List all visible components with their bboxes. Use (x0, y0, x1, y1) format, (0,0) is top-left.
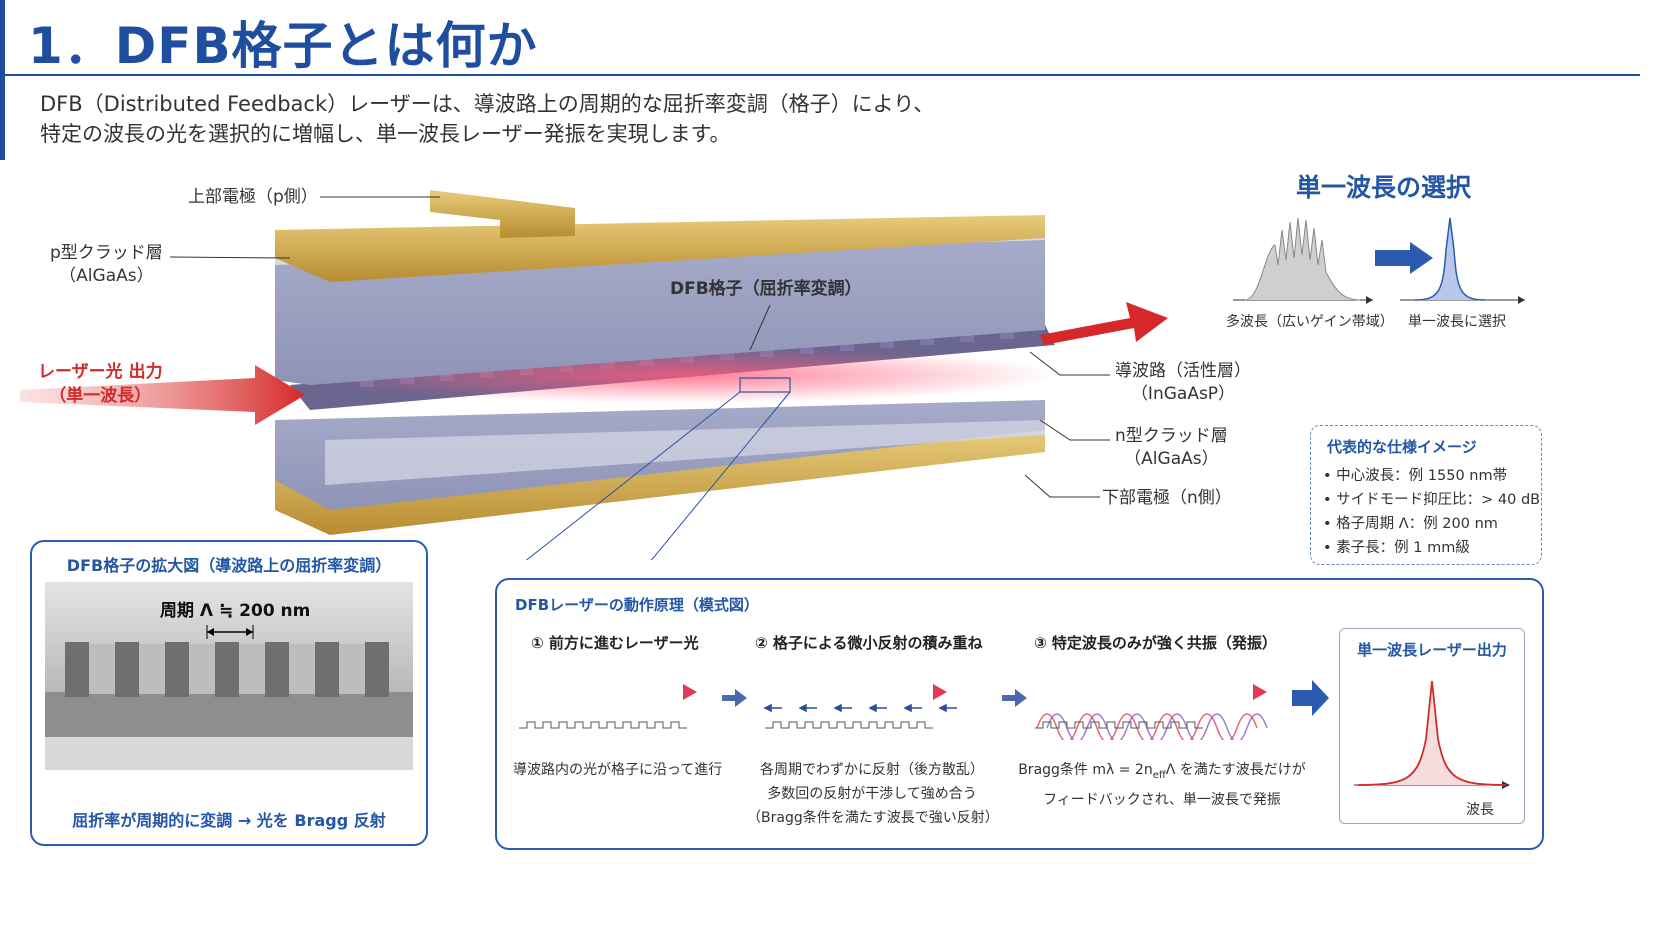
waveguide-label-2: （InGaAsP） (1130, 384, 1236, 404)
period-label: 周期 Λ ≒ 200 nm (160, 601, 311, 621)
zoom-title: DFB格子の拡大図（導波路上の屈折率変調） (66, 556, 392, 575)
principle-panel: DFBレーザーの動作原理（模式図） ① 前方に進むレーザー光 ② 格子による微小… (495, 578, 1544, 850)
spec-item: • 素子長：例 1 mm級 (1323, 540, 1470, 556)
n-clad-label: n型クラッド層 （AlGaAs） (1115, 425, 1228, 471)
page-title: 1．DFB格子とは何か (28, 17, 538, 75)
n-clad-label-1: n型クラッド層 (1115, 426, 1228, 446)
n-clad-label-2: （AlGaAs） (1124, 449, 1219, 469)
laser-output-label-1: レーザー光 出力 (38, 362, 163, 382)
accent-bar (0, 0, 5, 160)
title-divider (0, 74, 1640, 76)
p-clad-label-2: （AlGaAs） (59, 266, 154, 286)
step3-desc-sub: eff (1152, 769, 1166, 781)
top-electrode-label: 上部電極（p側） (188, 187, 318, 207)
multi-wavelength-label: 多波長（広いゲイン帯域） (1226, 314, 1394, 330)
single-wavelength-label: 単一波長に選択 (1408, 314, 1506, 330)
spec-item: • 格子周期 Λ：例 200 nm (1323, 516, 1498, 532)
waveguide-label-1: 導波路（活性層） (1115, 361, 1251, 381)
output-spectrum (1354, 680, 1510, 789)
laser-output-label-2: （単一波長） (49, 386, 152, 406)
laser-output-label: レーザー光 出力 （単一波長） (38, 360, 163, 408)
specs-title: 代表的な仕様イメージ (1327, 438, 1477, 456)
zoom-panel: DFB格子の拡大図（導波路上の屈折率変調） 周期 Λ ≒ 200 nm 屈折率が… (30, 540, 428, 846)
grating-sem-image (45, 582, 413, 770)
step3-desc-1b: Λ を満たす波長だけが (1165, 762, 1306, 778)
spec-item: • 中心波長：例 1550 nm帯 (1323, 468, 1508, 484)
step3-title: ③ 特定波長のみが強く共振（発振） (1034, 634, 1277, 652)
step2-desc: 各周期でわずかに反射（後方散乱） 多数回の反射が干渉して強め合う （Bragg条… (747, 758, 999, 830)
principle-title: DFBレーザーの動作原理（模式図） (515, 596, 759, 614)
bottom-electrode-label: 下部電極（n側） (1102, 488, 1232, 508)
intro-line-2: 特定の波長の光を選択的に増幅し、単一波長レーザー発振を実現します。 (40, 122, 731, 146)
waveguide-label: 導波路（活性層） （InGaAsP） (1115, 360, 1251, 406)
step3-desc-2: フィードバックされ、単一波長で発振 (1043, 791, 1281, 808)
step3-desc: Bragg条件 mλ = 2neffΛ を満たす波長だけが フィードバックされ、… (1017, 758, 1307, 812)
spec-item: • サイドモード抑圧比：> 40 dB (1323, 492, 1541, 508)
output-axis-label: 波長 (1466, 802, 1494, 818)
p-clad-label-1: p型クラッド層 (50, 243, 163, 263)
step2-desc-3: （Bragg条件を満たす波長で強い反射） (747, 810, 999, 826)
selection-spectra (1233, 217, 1525, 304)
step3-desc-1: Bragg条件 mλ = 2n (1018, 762, 1153, 778)
principle-diagram (519, 680, 1329, 740)
selection-title: 単一波長の選択 (1296, 173, 1472, 202)
dfb-device-illustration (20, 190, 1168, 560)
grating-label: DFB格子（屈折率変調） (670, 279, 862, 299)
intro-line-1: DFB（Distributed Feedback）レーザーは、導波路上の周期的な… (40, 92, 935, 116)
p-clad-label: p型クラッド層 （AlGaAs） (50, 242, 163, 288)
step2-desc-1: 各周期でわずかに反射（後方散乱） (760, 762, 984, 778)
step1-desc: 導波路内の光が格子に沿って進行 (513, 762, 723, 778)
step2-title: ② 格子による微小反射の積み重ね (755, 634, 983, 652)
step2-desc-2: 多数回の反射が干渉して強め合う (767, 786, 977, 802)
output-title: 単一波長レーザー出力 (1357, 641, 1507, 659)
specs-box: 代表的な仕様イメージ • 中心波長：例 1550 nm帯 • サイドモード抑圧比… (1310, 425, 1542, 565)
zoom-caption: 屈折率が周期的に変調 → 光を Bragg 反射 (72, 811, 386, 830)
step1-title: ① 前方に進むレーザー光 (531, 634, 699, 652)
output-box: 単一波長レーザー出力 波長 (1339, 628, 1525, 824)
